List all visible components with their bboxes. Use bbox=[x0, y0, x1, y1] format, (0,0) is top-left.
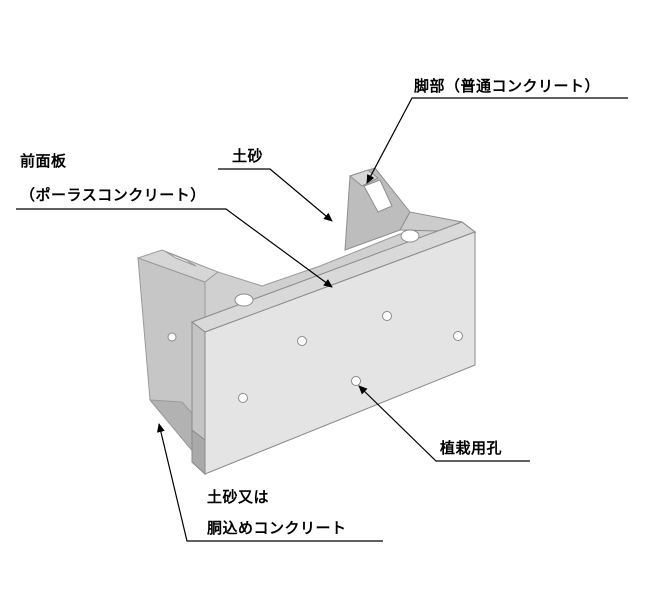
leader-backfill bbox=[156, 423, 383, 542]
label-front-panel-line1: 前面板 bbox=[20, 152, 67, 170]
leader-planting bbox=[358, 385, 530, 462]
label-leg: 脚部（普通コンクリート） bbox=[414, 77, 601, 95]
label-front-panel-line2: （ポーラスコンクリート） bbox=[20, 186, 206, 204]
top-hole-right bbox=[400, 229, 420, 243]
leader-leg bbox=[366, 97, 628, 184]
planting-hole bbox=[351, 376, 361, 386]
right-leg-top bbox=[348, 169, 379, 187]
planting-hole bbox=[453, 331, 463, 341]
label-backfill-line1: 土砂又は bbox=[207, 488, 270, 506]
side-hole bbox=[167, 332, 177, 342]
left-tab-slot bbox=[165, 251, 197, 267]
top-hole-left bbox=[234, 293, 254, 307]
right-leg-slot bbox=[363, 179, 393, 213]
planting-hole bbox=[382, 311, 392, 321]
label-backfill-line2: 胴込めコンクリート bbox=[207, 519, 347, 537]
leader-front-panel bbox=[16, 208, 333, 288]
label-soil: 土砂 bbox=[232, 147, 264, 165]
leader-soil bbox=[218, 168, 333, 222]
planting-hole bbox=[297, 336, 307, 346]
label-planting: 植栽用孔 bbox=[440, 439, 503, 457]
front-panel-notch bbox=[191, 428, 206, 476]
planting-hole bbox=[238, 393, 248, 403]
